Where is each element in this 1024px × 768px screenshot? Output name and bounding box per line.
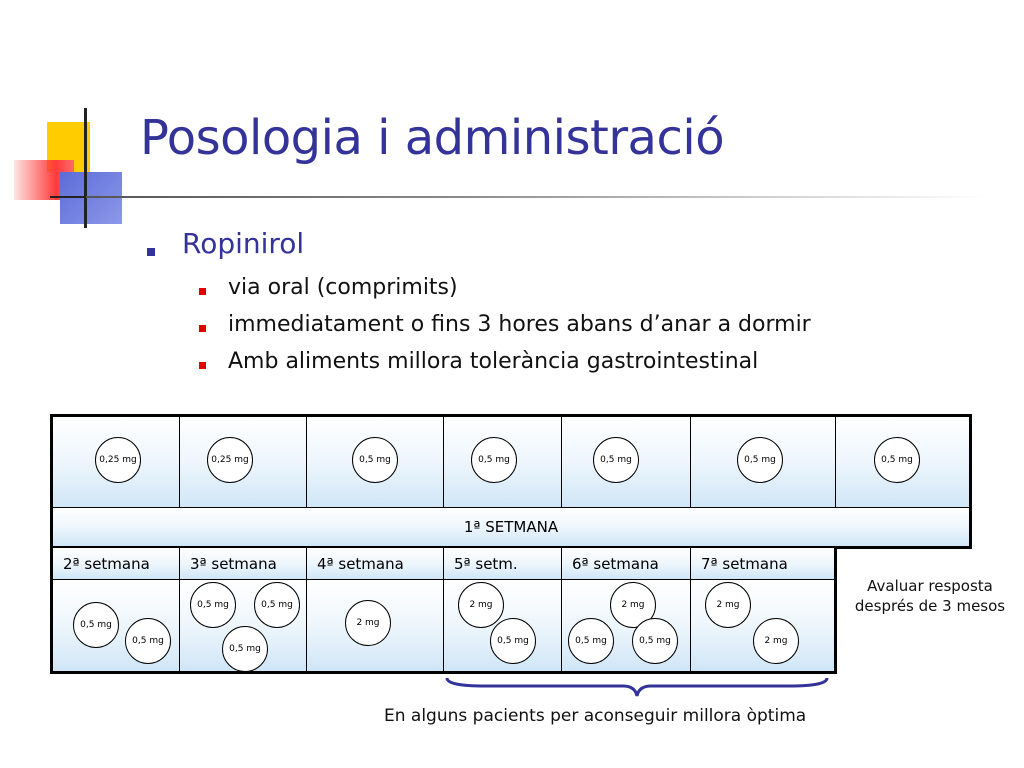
pill-icon: 0,5 mg	[254, 582, 300, 628]
bullet-square-icon	[147, 248, 155, 256]
title-rule	[86, 196, 986, 198]
week-label: 3ª setmana	[179, 547, 307, 580]
logo-blue-square	[60, 172, 122, 224]
sub-bullet-square-icon	[199, 288, 206, 295]
sub-bullet-1: via oral (comprimits)	[228, 275, 458, 300]
week-label: 2ª setmana	[50, 547, 180, 580]
footer-note: En alguns pacients per aconseguir millor…	[384, 706, 807, 726]
week-dose-cell: 2 mg 2 mg	[690, 579, 837, 674]
pill-icon: 0,5 mg	[874, 437, 920, 483]
pill-icon: 0,5 mg	[190, 582, 236, 628]
week-label: 5ª setm.	[443, 547, 562, 580]
week1-day-cell: 0,5 mg	[443, 414, 562, 508]
curly-brace-icon	[445, 677, 829, 697]
pill-icon: 2 mg	[705, 582, 751, 628]
week1-label: 1ª SETMANA	[50, 507, 972, 549]
week-dose-cell: 2 mg	[306, 579, 444, 674]
pill-icon: 2 mg	[753, 618, 799, 664]
week1-day-cell: 0,5 mg	[561, 414, 691, 508]
week1-day-cell: 0,25 mg	[50, 414, 180, 508]
week-dose-cell: 0,5 mg 0,5 mg 0,5 mg	[179, 579, 307, 674]
pill-icon: 0,5 mg	[490, 618, 536, 664]
week-dose-cell: 2 mg 0,5 mg	[443, 579, 562, 674]
sub-bullet-2: immediatament o fins 3 hores abans d’ana…	[228, 312, 811, 337]
evaluation-note: Avaluar resposta després de 3 mesos	[854, 577, 1006, 615]
pill-icon: 0,5 mg	[471, 437, 517, 483]
pill-icon: 0,25 mg	[207, 437, 253, 483]
sub-bullet-square-icon	[199, 325, 206, 332]
week1-day-cell: 0,5 mg	[835, 414, 972, 508]
pill-icon: 0,25 mg	[95, 437, 141, 483]
sub-bullet-square-icon	[199, 362, 206, 369]
pill-icon: 0,5 mg	[73, 602, 119, 648]
week1-day-cell: 0,25 mg	[179, 414, 307, 508]
pill-icon: 2 mg	[458, 582, 504, 628]
week-label: 4ª setmana	[306, 547, 444, 580]
week1-day-cell: 0,5 mg	[690, 414, 836, 508]
pill-icon: 0,5 mg	[737, 437, 783, 483]
sub-bullet-3: Amb aliments millora tolerància gastroin…	[228, 349, 759, 374]
week-dose-cell: 0,5 mg 0,5 mg	[50, 579, 180, 674]
week-dose-cell: 2 mg 0,5 mg 0,5 mg	[561, 579, 691, 674]
pill-icon: 0,5 mg	[568, 618, 614, 664]
pill-icon: 2 mg	[345, 600, 391, 646]
pill-icon: 0,5 mg	[593, 437, 639, 483]
bullet-ropinirol: Ropinirol	[182, 227, 305, 260]
week-label: 7ª setmana	[690, 547, 837, 580]
week1-day-cell: 0,5 mg	[306, 414, 444, 508]
slide-title: Posologia i administració	[140, 110, 725, 166]
logo-vertical-line	[84, 108, 87, 228]
pill-icon: 0,5 mg	[632, 618, 678, 664]
pill-icon: 0,5 mg	[125, 618, 171, 664]
week-label: 6ª setmana	[561, 547, 691, 580]
pill-icon: 0,5 mg	[352, 437, 398, 483]
dosing-table: 0,25 mg 0,25 mg 0,5 mg 0,5 mg 0,5 mg 0,5…	[50, 414, 972, 674]
pill-icon: 0,5 mg	[222, 626, 268, 672]
